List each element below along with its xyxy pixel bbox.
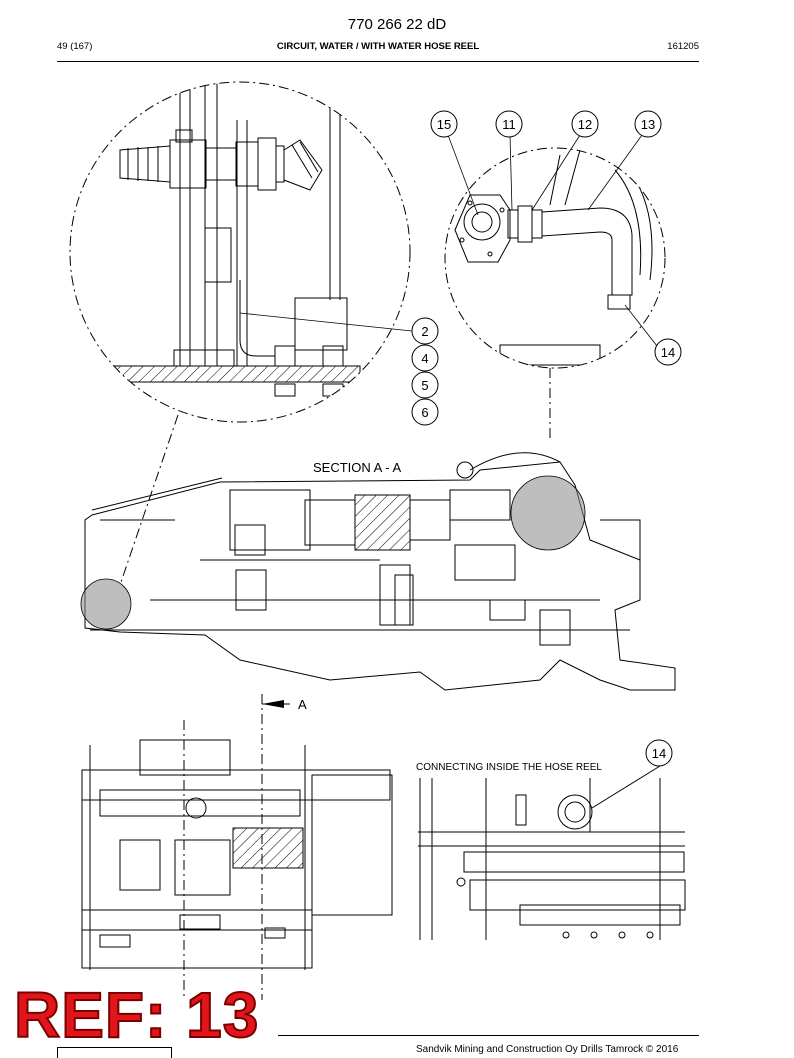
callout-15: 15 [437, 117, 451, 132]
callout-14: 14 [661, 345, 675, 360]
top-callouts [430, 110, 682, 366]
highlight-connection [80, 578, 132, 630]
detail-view-small [444, 134, 666, 440]
callout-14-detail: 14 [652, 746, 666, 761]
detail-caption: CONNECTING INSIDE THE HOSE REEL [416, 762, 602, 773]
page-title: CIRCUIT, WATER / WITH WATER HOSE REEL [276, 41, 480, 52]
callout-12: 12 [578, 117, 592, 132]
document-date: 161205 [667, 41, 699, 52]
section-view [84, 452, 676, 691]
header-divider [57, 61, 699, 62]
reference-stamp: REF: 13 [13, 979, 260, 1051]
callout-4: 4 [421, 351, 428, 366]
page-number: 49 (167) [57, 41, 93, 52]
footer-divider [278, 1035, 699, 1036]
detail-view-large [69, 81, 413, 423]
page-header: 49 (167) CIRCUIT, WATER / WITH WATER HOS… [57, 41, 699, 57]
detail-callout-circle [645, 739, 673, 767]
footer-copyright: Sandvik Mining and Construction Oy Drill… [416, 1044, 679, 1055]
section-label: SECTION A - A [313, 460, 401, 475]
hose-reel-detail [418, 765, 686, 940]
callout-6: 6 [421, 405, 428, 420]
section-arrow-label: A [298, 697, 307, 712]
document-number: 770 266 22 dD [347, 16, 447, 33]
callout-2: 2 [421, 324, 428, 339]
callout-stack [411, 317, 439, 426]
front-view [81, 739, 393, 970]
highlight-hose-reel [510, 475, 586, 551]
callout-11: 11 [502, 117, 516, 132]
callout-13: 13 [641, 117, 655, 132]
callout-5: 5 [421, 378, 428, 393]
